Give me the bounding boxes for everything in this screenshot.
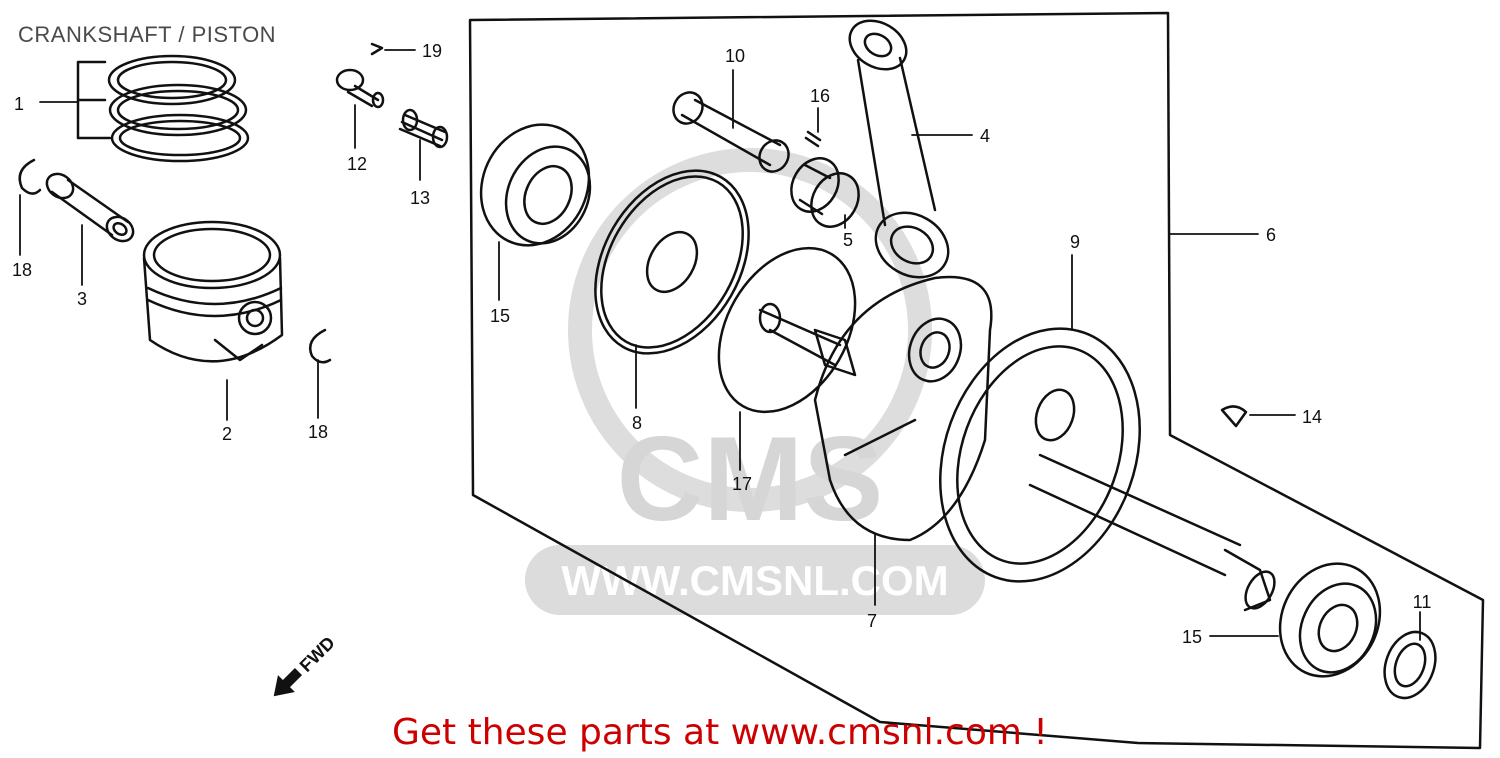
watermark: CMS WWW.CMSNL.COM [525,148,985,615]
oil-seal-plate [594,169,750,355]
woodruff-key [1220,405,1248,428]
callout-10: 10 [725,46,745,66]
callout-6: 6 [1266,225,1276,245]
pin-16 [804,130,822,148]
callout-1: 1 [14,94,24,114]
leader-lines [19,49,1421,641]
crankshaft-shaft [1028,453,1276,612]
needle-bearing [790,157,860,228]
callout-3: 3 [77,289,87,309]
connecting-rod [848,19,950,279]
crankshaft-left-stub [758,302,857,377]
callout-5: 5 [843,230,853,250]
callout-19: 19 [422,41,442,61]
bearing-lower [1278,562,1382,678]
callout-4: 4 [980,126,990,146]
parts-link-banner[interactable]: Get these parts at www.cmsnl.com ! [392,712,1048,753]
bearing-upper [479,123,592,247]
callout-14: 14 [1302,407,1322,427]
callout-labels: 1 2 3 4 5 6 7 8 9 10 11 12 13 14 15 15 1… [12,41,1431,647]
page-title: CRANKSHAFT / PISTON [18,22,277,47]
crank-web-left [813,275,993,542]
fwd-label: FWD [296,633,339,676]
circlip-right [308,328,332,364]
callout-17: 17 [732,474,752,494]
callout-2: 2 [222,424,232,444]
piston [142,220,284,363]
callout-18-right: 18 [308,422,328,442]
small-pin [370,42,384,56]
assembly-outline [468,11,1485,750]
piston-rings [76,54,250,163]
callout-7: 7 [867,611,877,631]
callout-18-left: 18 [12,260,32,280]
crank-pin [672,91,790,173]
circlip-left [18,158,42,195]
spring [398,108,449,149]
o-ring [717,246,857,414]
callout-15-lower: 15 [1182,627,1202,647]
callout-8: 8 [632,413,642,433]
callout-12: 12 [347,154,367,174]
callout-15-upper: 15 [490,306,510,326]
watermark-url: WWW.CMSNL.COM [561,557,948,604]
forward-arrow: FWD [273,633,339,697]
callout-16: 16 [810,86,830,106]
crank-web-right [939,327,1141,583]
callout-9: 9 [1070,232,1080,252]
screw [335,68,385,109]
callout-11: 11 [1413,592,1432,612]
watermark-logo: CMS [617,412,884,546]
timing-gear [1383,630,1437,700]
piston-pin [45,172,135,243]
callout-13: 13 [410,188,430,208]
